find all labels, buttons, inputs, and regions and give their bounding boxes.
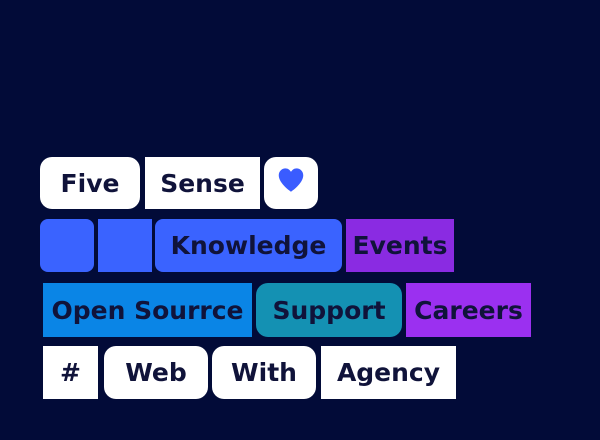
tag-five[interactable]: Five bbox=[40, 157, 140, 209]
tag-careers[interactable]: Careers bbox=[406, 283, 531, 337]
tag-agency-label: Agency bbox=[336, 358, 441, 387]
tag-with-label: With bbox=[231, 358, 297, 387]
tag-web[interactable]: Web bbox=[104, 346, 208, 399]
tag-knowledge-label: Knowledge bbox=[170, 231, 327, 260]
tag-events-label: Events bbox=[352, 231, 448, 260]
tag-web-label: Web bbox=[125, 358, 187, 387]
tag-with[interactable]: With bbox=[212, 346, 316, 399]
tag-support[interactable]: Support bbox=[256, 283, 402, 337]
blue-square-left bbox=[40, 219, 94, 272]
tag-five-label: Five bbox=[60, 168, 120, 198]
blue-square-right bbox=[98, 219, 152, 272]
tag-knowledge[interactable]: Knowledge bbox=[155, 219, 342, 272]
tag-careers-label: Careers bbox=[414, 295, 523, 325]
heart-icon bbox=[277, 167, 305, 199]
tag-sense-label: Sense bbox=[160, 168, 245, 198]
tag-support-label: Support bbox=[272, 295, 386, 325]
tag-agency[interactable]: Agency bbox=[321, 346, 456, 399]
tag-open-source-label: Open Sourrce bbox=[51, 295, 244, 325]
tag-hash[interactable]: # bbox=[43, 346, 98, 399]
tag-events[interactable]: Events bbox=[346, 219, 454, 272]
tag-open-source[interactable]: Open Sourrce bbox=[43, 283, 252, 337]
tag-sense[interactable]: Sense bbox=[145, 157, 260, 209]
tag-hash-label: # bbox=[60, 358, 81, 387]
tag-heart[interactable] bbox=[264, 157, 318, 209]
